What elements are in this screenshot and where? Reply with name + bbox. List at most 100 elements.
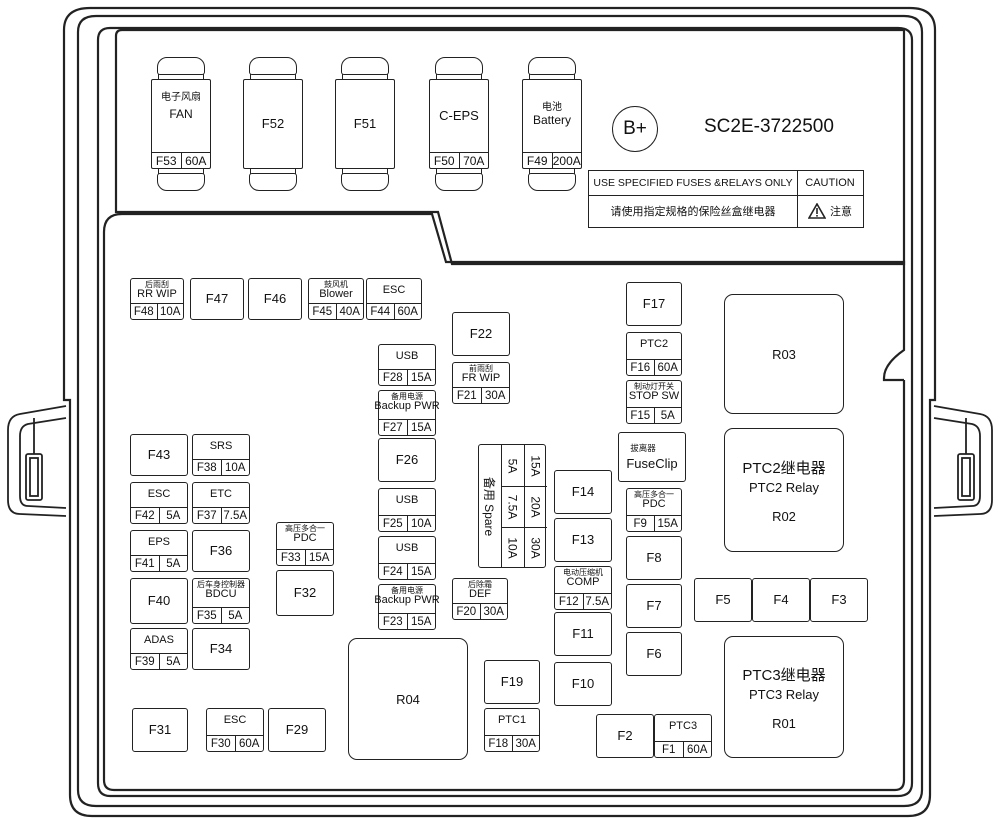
fuse-f32: F32	[276, 570, 334, 616]
fuse-f3: F3	[810, 578, 868, 622]
fuse-f38-en: SRS	[209, 440, 233, 452]
fuse-f21-id: F21	[456, 389, 477, 402]
fuse-f10: F10	[554, 662, 612, 706]
fuse-f15-amp: 5A	[653, 408, 682, 423]
fuse-f1-amp: 60A	[682, 742, 712, 757]
bplus-label: B+	[623, 118, 647, 139]
spare-cell: 5A	[501, 445, 524, 486]
fuse-f44-en: ESC	[382, 284, 406, 296]
fuse-f24-id: F24	[382, 565, 403, 578]
fuse-f47: F47	[190, 278, 244, 320]
fuse-f35-amp: 5A	[220, 608, 250, 623]
fuse-f42-en: ESC	[147, 488, 171, 500]
fuse-f11: F11	[554, 612, 612, 656]
relay-r02-cn: PTC2继电器	[742, 459, 826, 477]
relay-r02-id: R02	[772, 508, 796, 524]
fuse-f52: F52	[243, 57, 303, 191]
fuse-f45-id: F45	[312, 305, 333, 318]
fuse-clip-cn: 拔离器	[630, 442, 656, 453]
fuse-f35-en: BDCU	[205, 588, 237, 601]
fuse-f49-en: Battery	[532, 112, 571, 127]
fuse-f10-id: F10	[571, 676, 595, 692]
fuse-f20-id: F20	[456, 605, 477, 618]
fuse-f45-en: Blower	[319, 288, 353, 301]
fuse-f24-en: USB	[395, 542, 419, 554]
fuse-f35-cn: 后车身控制器	[197, 580, 245, 589]
fuse-f13: F13	[554, 518, 612, 562]
fuse-f50-amp: 70A	[458, 153, 489, 168]
fuse-f12-en: COMP	[566, 576, 600, 589]
fuse-f33-en: PDC	[293, 532, 317, 545]
fuse-f23-amp: 15A	[406, 614, 436, 629]
fuse-f4: F4	[752, 578, 810, 622]
spare-label: 备用 Spare	[482, 476, 497, 536]
caution-title: CAUTION	[797, 171, 863, 196]
spare-cell: 20A	[524, 486, 547, 527]
fuse-f15-cn: 制动灯开关	[634, 382, 674, 391]
fuse-f36-id: F36	[209, 543, 233, 559]
fuse-f36: F36	[192, 530, 250, 572]
fuse-f53-amp: 60A	[180, 153, 211, 168]
fuse-f16-en: PTC2	[639, 338, 669, 350]
fuse-f26-id: F26	[395, 452, 419, 468]
fuse-f27-cn: 备用电源	[391, 392, 423, 401]
part-number: SC2E-3722500	[704, 116, 834, 137]
fuse-f28-amp: 15A	[406, 370, 436, 385]
caution-cn: 请使用指定规格的保险丝盒继电器	[589, 195, 798, 227]
fuse-f51: F51	[335, 57, 395, 191]
caution-warn: 注意	[797, 195, 863, 227]
fuse-f2: F2	[596, 714, 654, 758]
fuse-f42-id: F42	[134, 509, 155, 522]
fuse-f1-en: PTC3	[668, 720, 698, 732]
fuse-f33-id: F33	[280, 551, 301, 564]
fuse-f48-cn: 后雨刮	[145, 280, 169, 289]
fuse-f21-cn: 前雨刮	[469, 364, 493, 373]
fuse-f52-id: F52	[261, 116, 285, 132]
fuse-f17: F17	[626, 282, 682, 326]
fuse-f45-amp: 40A	[335, 304, 364, 319]
fuse-f32-id: F32	[293, 585, 317, 601]
spare-amp: 20A	[528, 496, 543, 518]
fuse-f42-amp: 5A	[158, 508, 188, 523]
fuse-f21-en: FR WIP	[461, 372, 501, 385]
fuse-f13-id: F13	[571, 532, 595, 548]
fuse-f30-en: ESC	[223, 714, 247, 726]
fuse-f26: F26	[378, 438, 436, 482]
fuse-f12-id: F12	[558, 595, 579, 608]
fuse-f29: F29	[268, 708, 326, 752]
fuse-f4-id: F4	[773, 592, 789, 608]
fuse-f9-id: F9	[633, 517, 647, 530]
fuse-f53-id: F53	[155, 153, 177, 168]
fuse-f27-amp: 15A	[406, 420, 436, 435]
spare-cell: 7.5A	[501, 486, 524, 527]
warning-icon	[808, 203, 826, 219]
fuse-f3-id: F3	[831, 592, 847, 608]
fuse-f37-amp: 7.5A	[220, 508, 250, 523]
fuse-f21-amp: 30A	[480, 388, 510, 403]
fuse-f25-id: F25	[382, 517, 403, 530]
spare-amp: 5A	[505, 458, 520, 473]
fuse-f35-id: F35	[196, 609, 217, 622]
fuse-f41-amp: 5A	[158, 556, 188, 571]
fuse-f8-id: F8	[646, 550, 662, 566]
fuse-f40: F40	[130, 578, 188, 624]
fuse-f30-id: F30	[210, 737, 231, 750]
fuse-f53-en: FAN	[169, 106, 193, 121]
fuse-f19-id: F19	[500, 674, 524, 690]
fuse-f19: F19	[484, 660, 540, 704]
fuse-f29-id: F29	[285, 722, 309, 738]
